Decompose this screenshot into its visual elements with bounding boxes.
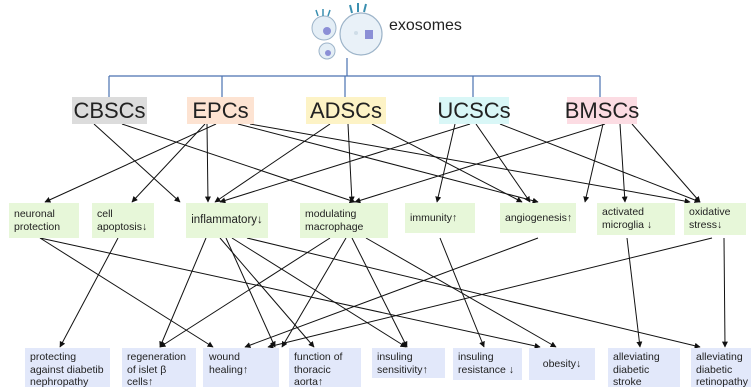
outcome-diabetic-nephropathy: protecting against diabetib nephropathy [25, 348, 110, 387]
arrow-25 [225, 237, 276, 348]
cell-type-adscs: ADSCs [306, 97, 386, 124]
function-activated-microglia: activated microglia ↓ [597, 203, 675, 235]
arrow-24 [246, 237, 701, 349]
function-cell-apoptosis: cell apoptosis↓ [92, 203, 154, 238]
outcome-obesity: obesity↓ [529, 348, 595, 380]
arrow-28 [365, 237, 557, 348]
arrow-32 [626, 237, 643, 348]
function-modulating-macrophage: modulating macrophage [300, 203, 388, 238]
arrow-9 [371, 123, 523, 203]
relation-arrows [39, 123, 728, 349]
cell-type-bmscs: BMSCs [564, 97, 640, 124]
arrow-23 [231, 237, 407, 348]
arrow-11 [435, 123, 456, 203]
cell-type-ucscs: UCSCs [437, 97, 511, 124]
arrow-6 [249, 123, 691, 205]
diagram-title: exosomes [389, 17, 462, 34]
function-neuronal-protection: neuronal protection [9, 203, 79, 238]
function-inflammatory: inflammatory↓ [186, 203, 268, 238]
arrow-30 [439, 237, 485, 348]
arrow-19 [39, 237, 541, 349]
arrow-26 [159, 237, 331, 348]
function-angiogenesis: angiogenesis↑ [500, 203, 576, 233]
arrow-34 [721, 237, 728, 348]
function-oxidative-stress: oxidative stress↓ [684, 203, 746, 235]
outcome-diabetic-retinopathy: alleviating diabetic retinopathy [691, 348, 751, 387]
arrow-5 [237, 123, 539, 204]
arrow-16 [619, 123, 628, 203]
arrow-14 [354, 123, 606, 204]
exosome-large-icon [339, 3, 383, 56]
arrow-8 [347, 123, 355, 203]
exosome-small-left-icon [311, 9, 337, 41]
arrow-12 [475, 123, 531, 203]
arrow-13 [499, 123, 701, 203]
outcome-islet-regeneration: regeneration of islet β cells↑ [122, 348, 196, 387]
arrow-3 [131, 123, 206, 203]
outcome-insulin-sensitivity: insuling sensitivity↑ [372, 348, 445, 378]
arrow-22 [219, 237, 315, 348]
cell-type-cbscs: CBSCs [72, 97, 147, 124]
arrow-4 [204, 123, 211, 203]
arrow-1 [121, 123, 356, 204]
arrow-31 [244, 237, 539, 348]
arrow-15 [583, 123, 604, 203]
function-immunity: immunity↑ [405, 203, 475, 233]
outcome-thoracic-aorta: function of thoracic aorta↑ [289, 348, 361, 387]
arrow-20 [59, 237, 119, 348]
cell-type-epcs: EPCs [187, 97, 254, 124]
arrow-21 [159, 237, 207, 348]
arrow-17 [631, 123, 701, 203]
arrow-2 [44, 123, 217, 203]
cell-type-tree [108, 58, 601, 97]
arrow-0 [93, 123, 181, 203]
outcome-insulin-resistance: insuling resistance ↓ [453, 348, 522, 380]
outcome-diabetic-stroke: alleviating diabetic stroke [608, 348, 680, 387]
arrow-18 [39, 237, 214, 348]
arrow-33 [267, 237, 713, 349]
outcome-wound-healing: wound healing↑ [203, 348, 279, 387]
arrow-27 [351, 237, 408, 348]
arrow-10 [219, 123, 471, 204]
exosome-small-bottom-icon [318, 42, 336, 60]
arrow-7 [214, 123, 331, 203]
exosome-illustration [311, 3, 383, 60]
